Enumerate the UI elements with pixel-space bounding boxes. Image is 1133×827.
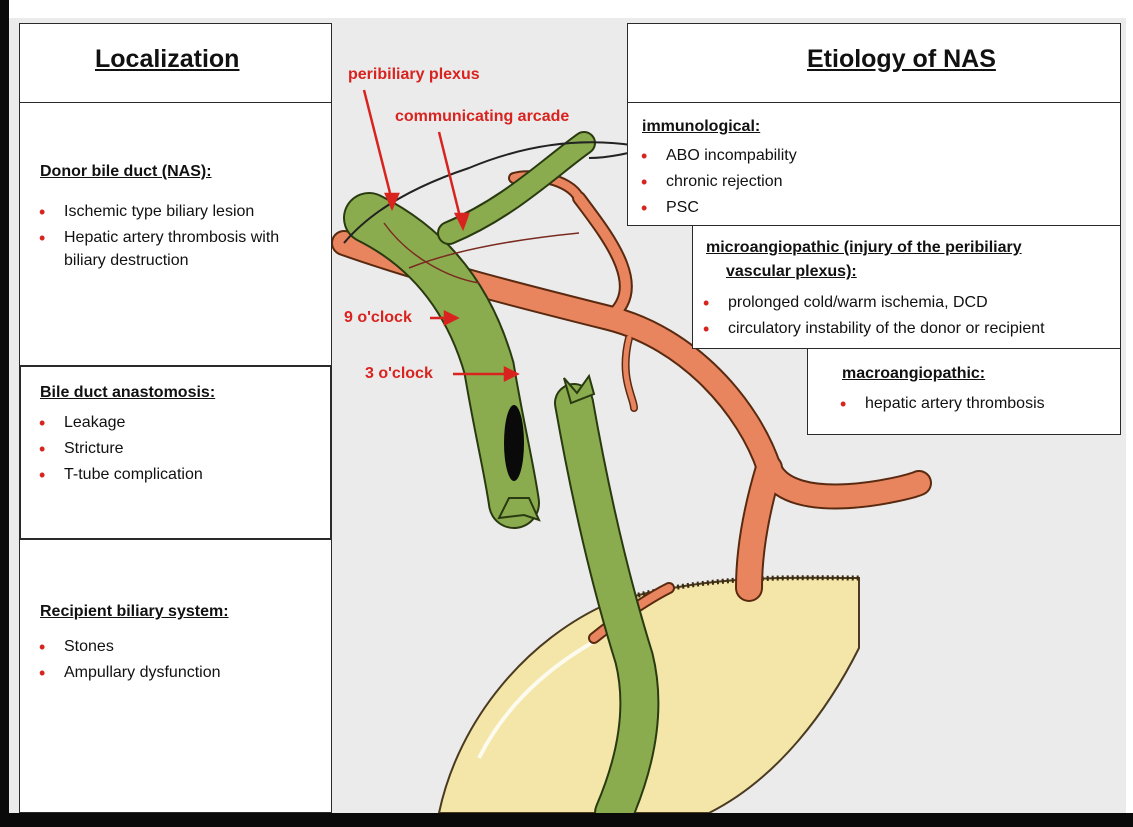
- slide: Localization Donor bile duct (NAS): Isch…: [9, 18, 1126, 813]
- list-item: T-tube complication: [38, 462, 318, 488]
- immunological-title: immunological:: [642, 118, 760, 136]
- three-oclock-label: 3 o'clock: [365, 365, 433, 383]
- macroangiopathic-title: macroangiopathic:: [842, 365, 985, 383]
- microangiopathic-list: prolonged cold/warm ischemia, DCD circul…: [702, 290, 1122, 342]
- donor-bile-duct: [369, 143, 584, 520]
- localization-title: Localization: [95, 45, 239, 74]
- recipient-biliary-title: Recipient biliary system:: [40, 603, 229, 621]
- list-item: Stones: [38, 634, 318, 660]
- nine-oclock-label: 9 o'clock: [344, 309, 412, 327]
- list-item: circulatory instability of the donor or …: [702, 316, 1122, 342]
- frame-bottom-edge: [0, 813, 1133, 827]
- list-item-continuation: biliary destruction: [38, 248, 328, 274]
- list-item: Leakage: [38, 410, 318, 436]
- donor-bile-duct-list: Ischemic type biliary lesion Hepatic art…: [38, 199, 328, 274]
- list-item: hepatic artery thrombosis: [839, 391, 1109, 417]
- etiology-title: Etiology of NAS: [807, 45, 996, 74]
- microangiopathic-title-line2: vascular plexus):: [726, 263, 857, 281]
- frame-left-edge: [0, 0, 9, 827]
- list-item: ABO incompability: [640, 143, 940, 169]
- list-item: chronic rejection: [640, 169, 940, 195]
- list-item: Ischemic type biliary lesion: [38, 199, 328, 225]
- microangiopathic-title: microangiopathic (injury of the peribili…: [706, 239, 1022, 257]
- bile-duct-anastomosis-list: Leakage Stricture T-tube complication: [38, 410, 318, 488]
- recipient-biliary-list: Stones Ampullary dysfunction: [38, 634, 318, 686]
- list-item: PSC: [640, 195, 940, 221]
- bile-duct-anastomosis-title: Bile duct anastomosis:: [40, 384, 215, 402]
- peribiliary-plexus-label: peribiliary plexus: [348, 66, 480, 84]
- macroangiopathic-list: hepatic artery thrombosis: [839, 391, 1109, 417]
- list-item: Stricture: [38, 436, 318, 462]
- communicating-arcade-label: communicating arcade: [395, 108, 569, 126]
- list-item: prolonged cold/warm ischemia, DCD: [702, 290, 1122, 316]
- donor-bile-duct-title: Donor bile duct (NAS):: [40, 163, 212, 181]
- list-item: Ampullary dysfunction: [38, 660, 318, 686]
- immunological-list: ABO incompability chronic rejection PSC: [640, 143, 940, 221]
